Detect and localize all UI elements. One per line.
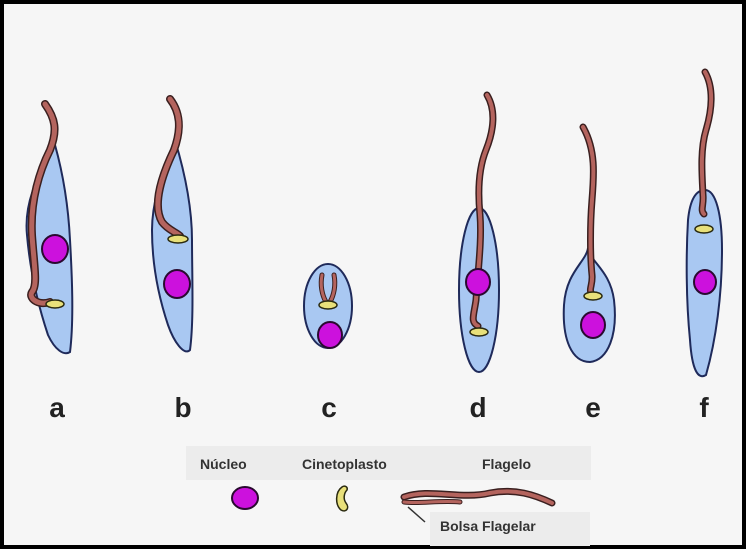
nucleus xyxy=(581,312,605,338)
cell-body xyxy=(152,140,193,351)
stage-label-e: e xyxy=(573,392,613,424)
legend-nucleus-label: Núcleo xyxy=(200,456,247,472)
nucleus xyxy=(318,322,342,348)
stage-label-a: a xyxy=(37,392,77,424)
kinetoplast xyxy=(168,235,188,243)
legend-flagellum-label: Flagelo xyxy=(482,456,531,472)
stage-label-c: c xyxy=(309,392,349,424)
form-a-trypomastigote xyxy=(27,104,73,353)
nucleus xyxy=(164,270,190,298)
nucleus xyxy=(42,235,68,263)
kinetoplast xyxy=(470,328,488,336)
stage-label-b: b xyxy=(163,392,203,424)
kinetoplast xyxy=(46,300,64,308)
form-c-amastigote xyxy=(304,264,352,348)
legend-kinetoplast-label: Cinetoplasto xyxy=(302,456,387,472)
form-b-epimastigote xyxy=(152,99,193,351)
legend-pocket-label: Bolsa Flagelar xyxy=(440,518,536,534)
legend-nucleus-swatch xyxy=(232,487,258,509)
stage-label-d: d xyxy=(458,392,498,424)
form-d-promastigote xyxy=(459,95,499,372)
form-e-choanomastigote xyxy=(564,127,615,362)
legend-kinetoplast-swatch xyxy=(337,486,348,511)
form-f-promastigote xyxy=(687,72,722,376)
nucleus xyxy=(694,270,716,294)
kinetoplast xyxy=(695,225,713,233)
stage-label-f: f xyxy=(684,392,724,424)
nucleus xyxy=(466,269,490,295)
kinetoplast xyxy=(319,301,337,309)
kinetoplast xyxy=(584,292,602,300)
